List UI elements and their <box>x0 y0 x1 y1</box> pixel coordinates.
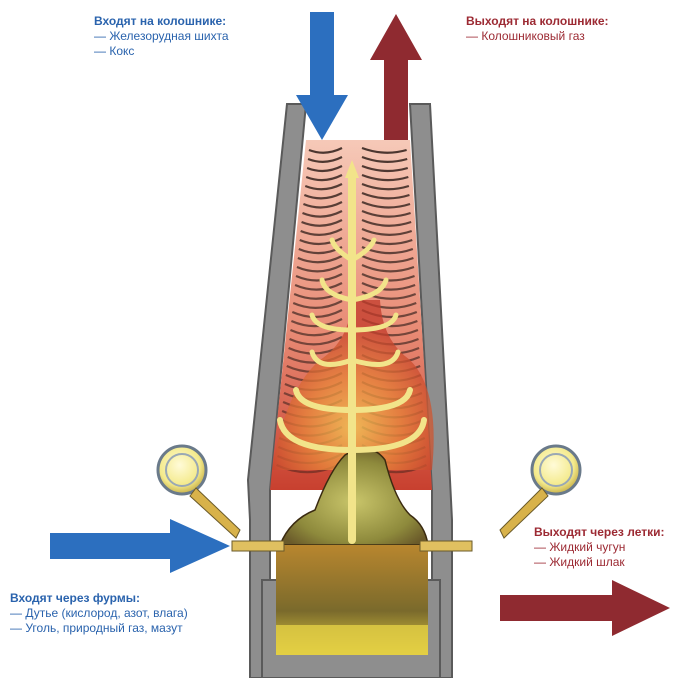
bottom-inputs-label: Входят через фурмы: — Дутье (кислород, а… <box>10 591 188 636</box>
top-inputs-item: — Железорудная шихта <box>94 29 229 44</box>
liquid-iron <box>276 625 428 655</box>
top-inputs-item: — Кокс <box>94 44 229 59</box>
bottom-outputs-label: Выходят через летки: — Жидкий чугун — Жи… <box>534 525 664 570</box>
top-outputs-label: Выходят на колошнике: — Колошниковый газ <box>466 14 609 44</box>
taphole-out-arrow <box>500 580 670 636</box>
top-outputs-item: — Колошниковый газ <box>466 29 609 44</box>
top-inputs-label: Входят на колошнике: — Железорудная шихт… <box>94 14 229 59</box>
bottom-inputs-item: — Уголь, природный газ, мазут <box>10 621 188 636</box>
bottom-outputs-item: — Жидкий чугун <box>534 540 664 555</box>
bottom-outputs-heading: Выходят через летки: <box>534 525 664 540</box>
tuyere-in-arrow <box>50 519 230 573</box>
bottom-inputs-item: — Дутье (кислород, азот, влага) <box>10 606 188 621</box>
bottom-outputs-item: — Жидкий шлак <box>534 555 664 570</box>
top-inputs-heading: Входят на колошнике: <box>94 14 229 29</box>
top-outputs-heading: Выходят на колошнике: <box>466 14 609 29</box>
bottom-inputs-heading: Входят через фурмы: <box>10 591 188 606</box>
